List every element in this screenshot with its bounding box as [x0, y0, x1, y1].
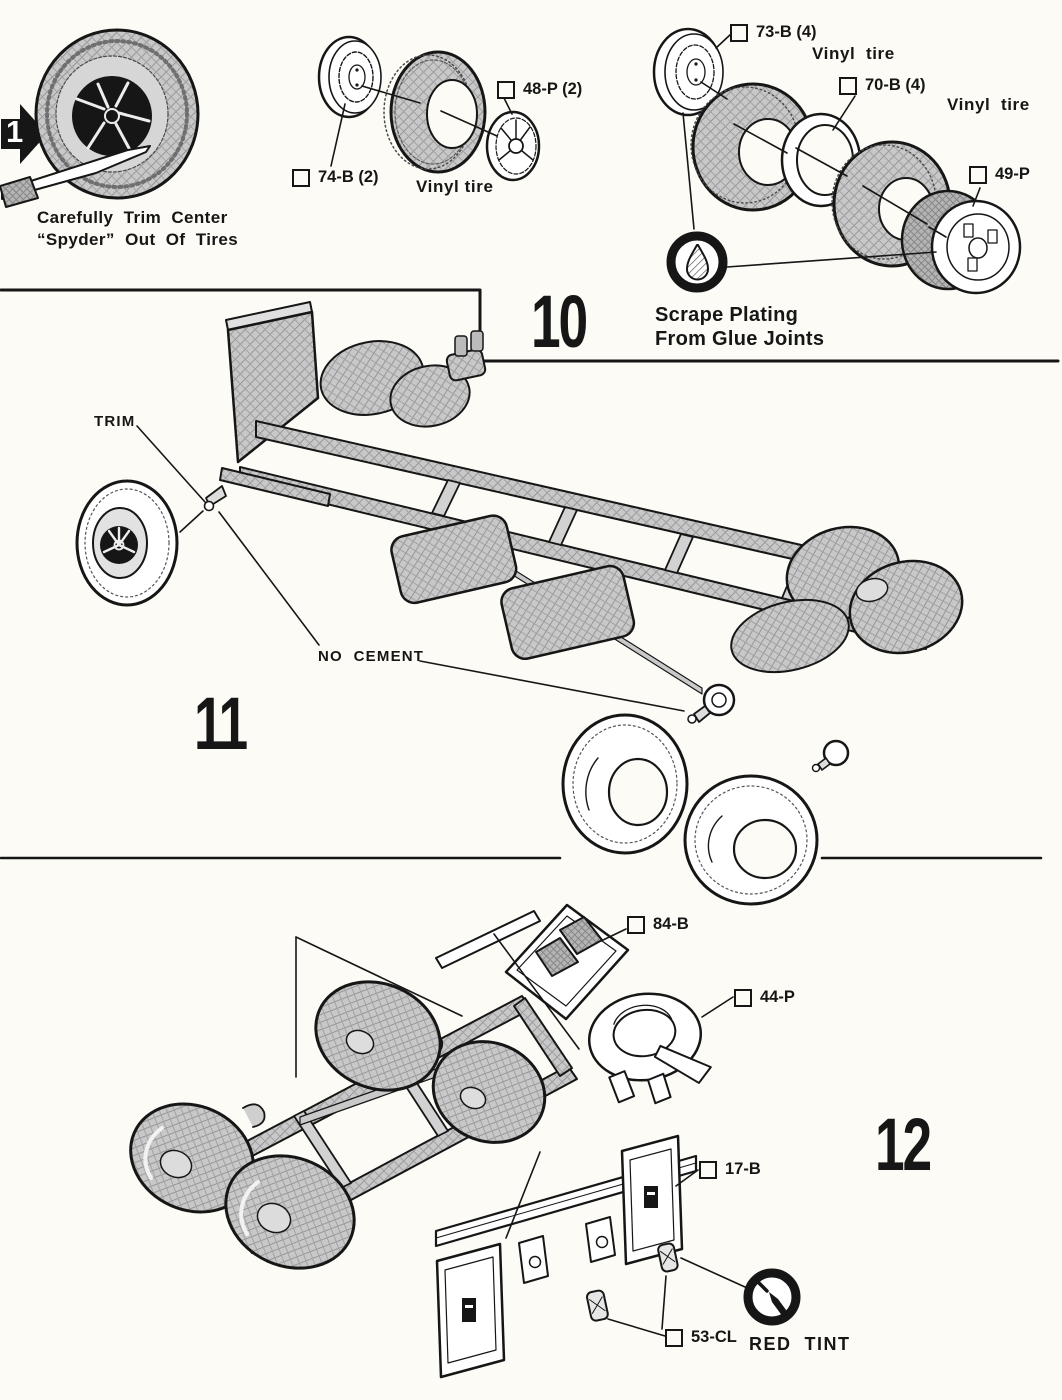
checkbox-53cl	[665, 1328, 683, 1347]
knife-icon	[0, 145, 151, 208]
step-number-11: 11	[194, 682, 248, 765]
checkbox-84b	[627, 915, 645, 934]
illustration-drum-49p	[900, 189, 1022, 295]
step-arrow-number: 1	[6, 114, 24, 149]
part-label-49p: 49-P	[969, 165, 1030, 184]
vinyl-tire-label-3: Vinyl tire	[947, 95, 1030, 114]
part-label-44p: 44-P	[734, 988, 795, 1007]
checkbox-44p	[734, 988, 752, 1007]
scrape-plating-note-line1: Scrape Plating	[655, 304, 799, 326]
step-arrow-icon	[1, 104, 47, 164]
checkbox-17b	[699, 1160, 717, 1179]
illustration-fifth-wheel-44p	[587, 992, 712, 1105]
vinyl-tire-label-1: Vinyl tire	[416, 177, 494, 196]
illustration-rear-wheel-a	[561, 713, 689, 855]
leader-lines-step11	[136, 425, 685, 712]
part-label-73b: 73-B (4)	[730, 23, 817, 42]
red-tint-label: RED TINT	[749, 1334, 851, 1354]
illustration-vinyl-tire-mid	[383, 50, 487, 174]
leader-lines-step10	[330, 33, 981, 268]
illustration-front-wheel	[75, 479, 179, 607]
trim-label: TRIM	[94, 413, 136, 430]
step-number-10: 10	[531, 280, 588, 363]
part-label-48p: 48-P (2)	[497, 80, 582, 99]
illustration-wheel-74b	[317, 35, 382, 119]
checkbox-73b	[730, 23, 748, 42]
part-label-53cl: 53-CL	[665, 1328, 737, 1347]
trim-spyder-note-line2: “Spyder” Out Of Tires	[37, 230, 239, 249]
divider-step10	[0, 288, 1060, 363]
part-label-17b: 17-B	[699, 1160, 761, 1179]
leader-lines-step12	[295, 928, 746, 1337]
paint-brush-icon	[743, 1268, 801, 1326]
step-number-12: 12	[875, 1103, 932, 1186]
checkbox-70b	[839, 76, 857, 95]
part-label-84b: 84-B	[627, 915, 689, 934]
checkbox-74b	[292, 168, 310, 187]
part-label-74b: 74-B (2)	[292, 168, 379, 187]
vinyl-tire-label-2: Vinyl tire	[812, 44, 895, 63]
illustration-rear-wheel-b	[683, 774, 819, 906]
trim-spyder-note-line1: Carefully Trim Center	[37, 208, 228, 227]
part-label-70b: 70-B (4)	[839, 76, 926, 95]
illustration-tire-spyder	[34, 28, 200, 200]
checkbox-49p	[969, 165, 987, 184]
glue-drop-icon	[666, 231, 728, 293]
no-cement-label: NO CEMENT	[318, 648, 425, 665]
marker-light-b	[657, 1242, 679, 1273]
checkbox-48p	[497, 80, 515, 99]
marker-light-a	[586, 1289, 609, 1322]
illustration-chassis-step11	[205, 301, 964, 773]
illustration-rear-bar	[434, 1134, 698, 1379]
illustration-chassis-step12	[129, 980, 578, 1270]
illustration-cover-48p	[485, 110, 541, 182]
illustration-wheel-73b	[652, 27, 724, 117]
illustration-plate-84b	[435, 903, 630, 1021]
scrape-plating-note-line2: From Glue Joints	[655, 328, 825, 350]
